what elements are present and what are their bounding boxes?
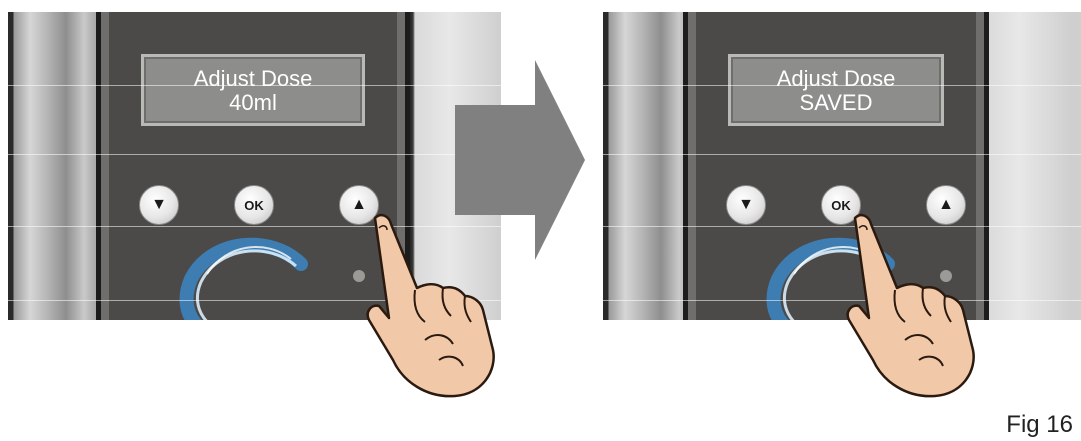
frame-line <box>8 154 501 155</box>
pointing-hand-icon <box>355 210 505 400</box>
down-button[interactable]: ▼ <box>726 185 766 225</box>
frame-line <box>603 154 1081 155</box>
pointing-hand-icon <box>835 210 985 400</box>
down-arrow-icon: ▼ <box>151 197 167 213</box>
figure-label: Fig 16 <box>1006 411 1073 439</box>
swirl-logo-icon <box>171 234 321 320</box>
ok-label: OK <box>244 198 264 213</box>
lcd-display: Adjust Dose SAVED <box>728 54 944 126</box>
display-line-1: Adjust Dose <box>731 67 941 91</box>
down-arrow-icon: ▼ <box>738 197 754 213</box>
down-button[interactable]: ▼ <box>139 185 179 225</box>
left-steel-frame <box>603 12 683 320</box>
right-steel-frame <box>979 12 1081 320</box>
display-line-1: Adjust Dose <box>144 67 362 91</box>
frame-line <box>8 85 501 86</box>
ok-button[interactable]: OK <box>234 185 274 225</box>
left-steel-frame <box>8 12 96 320</box>
frame-line <box>603 85 1081 86</box>
lcd-display: Adjust Dose 40ml <box>141 54 365 126</box>
display-line-2: 40ml <box>144 91 362 115</box>
display-line-2: SAVED <box>731 91 941 115</box>
